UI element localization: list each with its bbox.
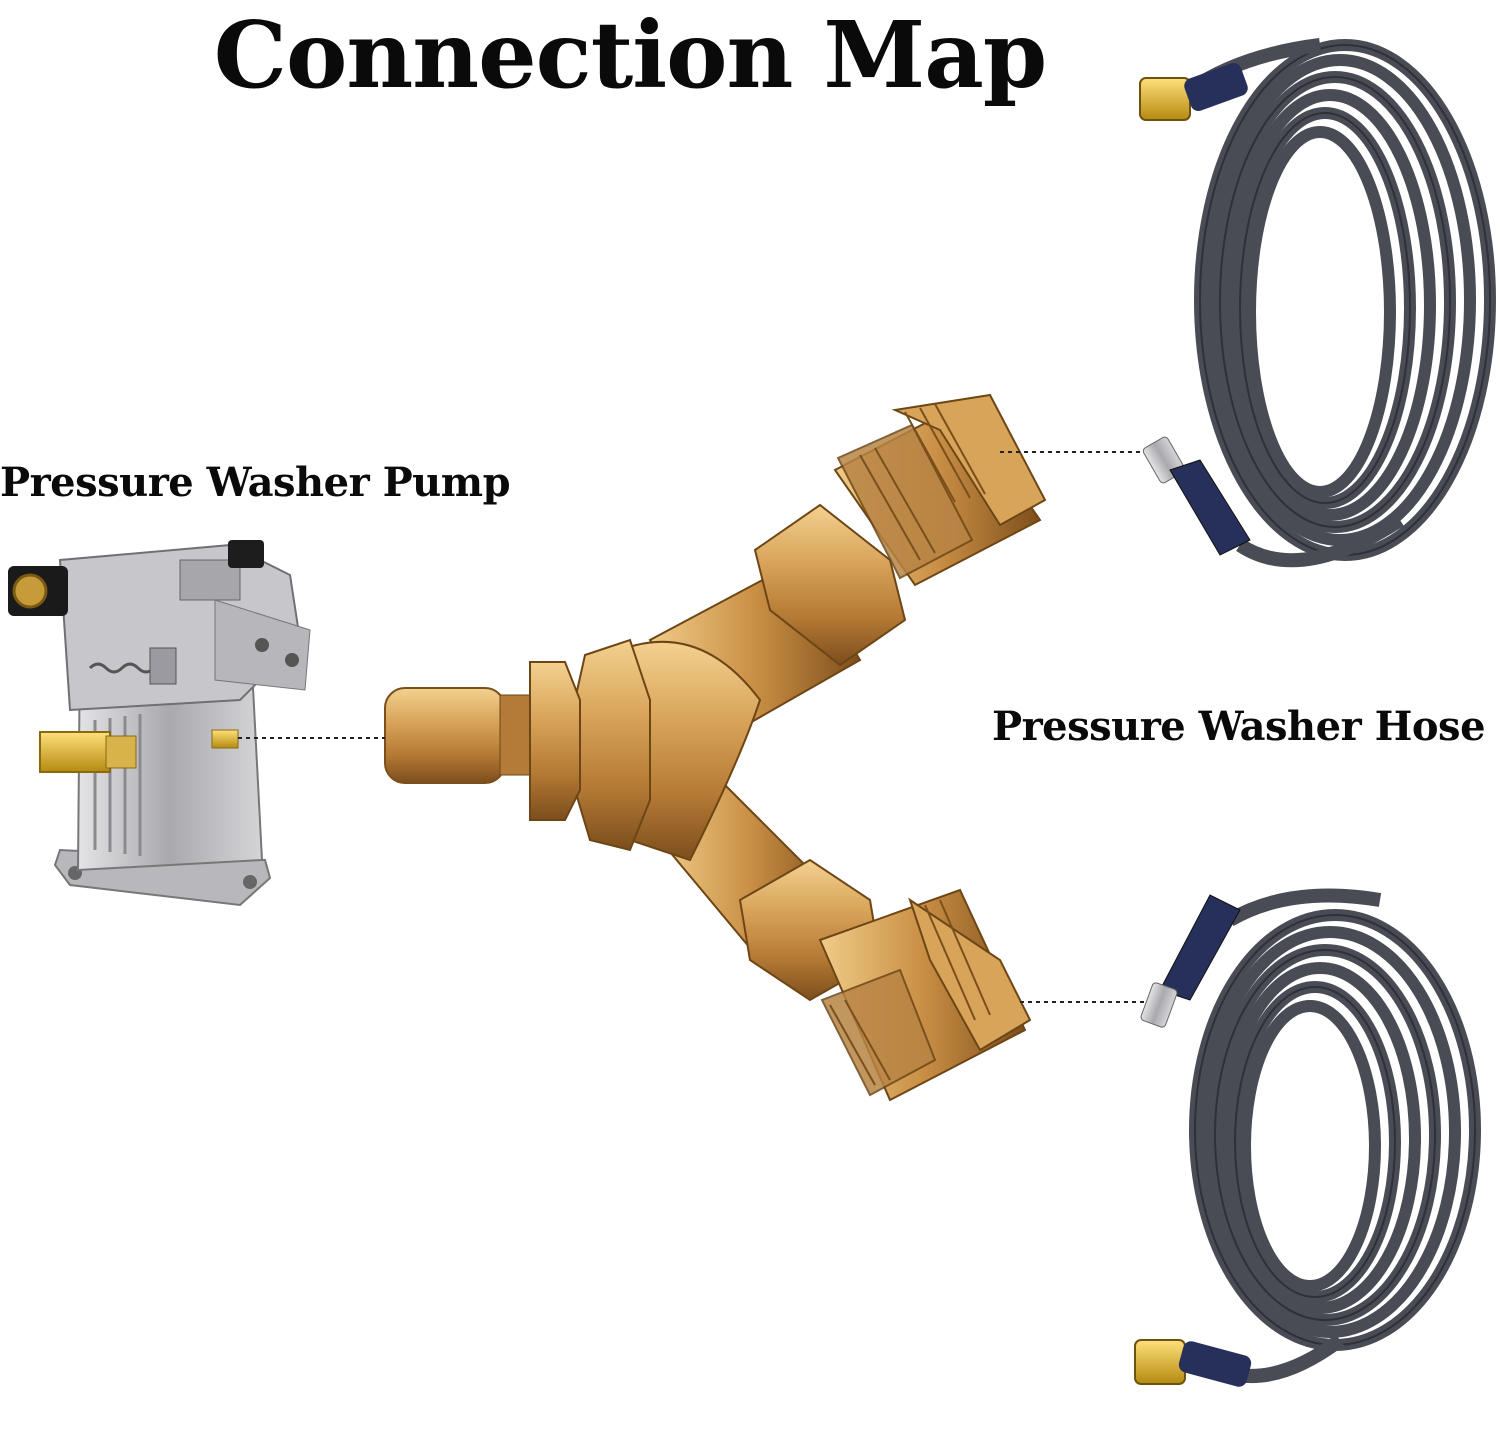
pressure-washer-pump — [8, 540, 311, 907]
pump-label: Pressure Washer Pump — [0, 459, 511, 506]
y-splitter-adapter — [384, 393, 1047, 1102]
page-title: Connection Map — [213, 1, 1047, 109]
pressure-washer-hose-upper — [1139, 38, 1496, 568]
pressure-washer-hose-lower — [1134, 888, 1481, 1387]
hose-label: Pressure Washer Hose — [992, 703, 1486, 750]
